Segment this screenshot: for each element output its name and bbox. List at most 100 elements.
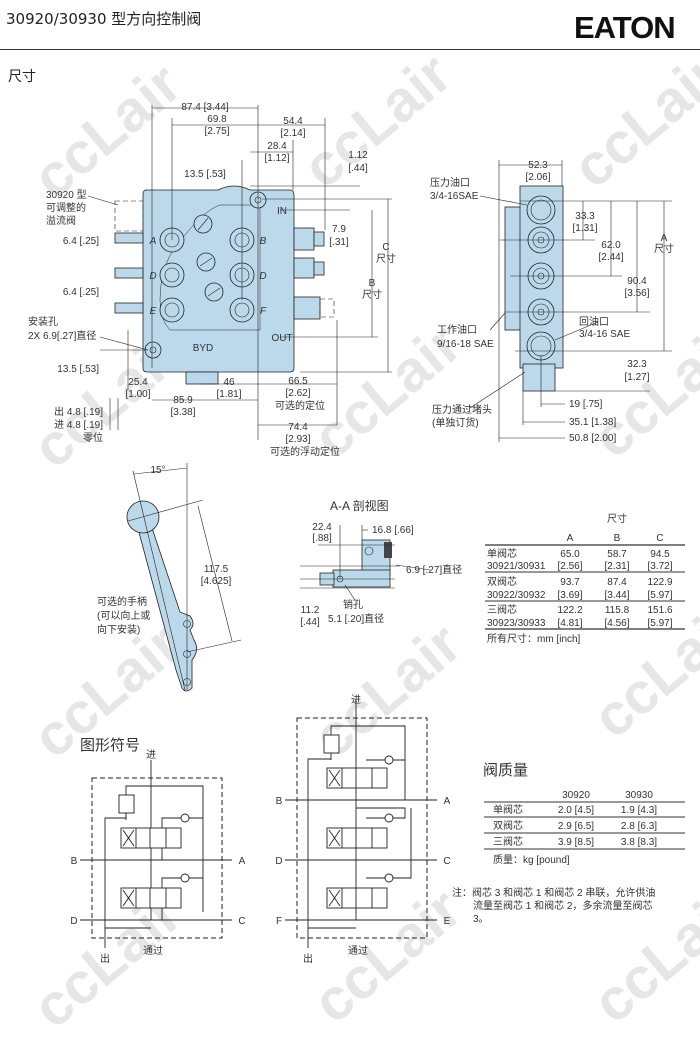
dim-32-3-inch: [1.27] (624, 372, 649, 383)
cell: 65.0 (560, 549, 580, 560)
zero-position: 零位 (83, 431, 103, 444)
header-divider (0, 49, 700, 50)
port-label: D (149, 271, 156, 282)
column-header: 30920 (562, 790, 590, 801)
dim-28-4: 28.4 (267, 141, 287, 152)
table-footnote: 所有尺寸：mm [inch] (487, 632, 581, 645)
dim-117-5: 117.5 (204, 564, 229, 575)
dim-16-8: 16.8 [.66] (372, 525, 414, 536)
cell: 93.7 (560, 577, 580, 588)
section-heading: 尺寸 (8, 69, 36, 85)
table-row: 单阀芯 30921/30931 65.0 [2.56] 58.7 [2.31] … (487, 547, 673, 572)
return-port-spec: 3/4-16 SAE (579, 329, 630, 340)
mount-hole-label: 2X 6.9[.27]直径 (28, 329, 96, 342)
cell: [4.56] (604, 618, 629, 629)
section-aa-title: A-A 剖视图 (330, 498, 389, 513)
symbols-title: 图形符号 (80, 737, 140, 754)
cell: 1.9 [4.3] (621, 805, 657, 816)
work-ports (159, 227, 255, 323)
dim-90-4-inch: [3.56] (624, 288, 649, 299)
handle-note: (可以向上或 (97, 609, 150, 622)
cell: 3.8 [8.3] (621, 837, 657, 848)
weight-title: 阀质量 (483, 762, 528, 779)
symbol-port-a: A (444, 796, 451, 807)
cell: 115.8 (605, 605, 630, 616)
table-row: 双阀芯 30922/30932 93.7 [3.69] 87.4 [3.44] … (487, 575, 673, 601)
symbol-port-d: D (275, 856, 282, 867)
port-label: F (260, 306, 267, 317)
row-name: 三阀芯 (487, 603, 517, 616)
cell: [3.44] (604, 590, 629, 601)
cell: [2.56] (557, 561, 582, 572)
dim-52-3: 52.3 (528, 160, 548, 171)
out-port-label: OUT (271, 333, 292, 344)
cell: [5.97] (647, 590, 672, 601)
spool-end (114, 232, 144, 244)
symbol-port-b: B (276, 796, 283, 807)
dim-a-label: 尺寸 (654, 242, 674, 255)
dim-25-4-inch: [1.00] (125, 389, 150, 400)
dim-117-5-inch: [4.625] (201, 576, 232, 587)
dim-11-2: 11.2 (301, 605, 320, 616)
bypass-plug (185, 371, 219, 385)
cell: 94.5 (650, 549, 670, 560)
plug-label: 压力通过堵头 (432, 403, 492, 416)
dim-46-inch: [1.81] (216, 389, 241, 400)
cell: [4.81] (557, 618, 582, 629)
dim-33-3: 33.3 (575, 211, 595, 222)
relief-valve-label: 可调整的 (46, 201, 86, 214)
cell: 122.2 (557, 605, 582, 616)
symbol-port-f: F (276, 916, 282, 927)
cell: 2.9 [6.5] (558, 821, 594, 832)
side-view-drawing: 52.3 [2.06] 压力油口 3/4-16SAE 33.3 [1.31] 6… (430, 160, 674, 444)
row-model: 30922/30932 (487, 590, 546, 601)
cell: [3.72] (647, 561, 672, 572)
dim-11-2-inch: [.44] (300, 617, 320, 628)
column-header: B (614, 533, 621, 544)
symbol-out: 出 (303, 952, 313, 965)
dim-c: C (382, 242, 389, 253)
dim-7-9-inch: [.31] (329, 237, 349, 248)
symbol-port-c: C (238, 916, 245, 927)
bypass-label: BYD (193, 343, 214, 354)
dim-50-8: 50.8 [2.00] (569, 433, 616, 444)
dim-54-4-inch: [2.14] (280, 128, 305, 139)
dim-25-4: 25.4 (128, 377, 148, 388)
cell: [2.31] (604, 561, 629, 572)
dim-33-3-inch: [1.31] (572, 223, 597, 234)
technical-drawings: 87.4 [3.44] 69.8 [2.75] 54.4 [2.14] 28.4… (28, 102, 685, 965)
port-label: B (260, 236, 267, 247)
cell: [5.97] (647, 618, 672, 629)
return-port-label: 回油口 (579, 315, 609, 328)
handle-drawing: 15° 117.5 [4.625] 可选的手柄 (可以向上或 向下安装) (97, 463, 242, 692)
symbol-through: 通过 (143, 944, 163, 957)
symbol-port-a: A (239, 856, 246, 867)
dim-a: A (661, 233, 668, 244)
dim-85-9: 85.9 (173, 395, 193, 406)
dim-54-4: 54.4 (283, 116, 303, 127)
symbol-through: 通过 (348, 944, 368, 957)
dim-90-4: 90.4 (627, 276, 647, 287)
work-port-spec: 9/16-18 SAE (437, 339, 494, 350)
dim-69-8: 69.8 (207, 114, 227, 125)
port-label: E (150, 306, 157, 317)
plug-screws (193, 214, 224, 302)
handle-note: 向下安装) (97, 623, 140, 636)
weight-unit: 质量：kg [pound] (493, 854, 570, 866)
dim-69-8-inch: [2.75] (204, 126, 229, 137)
column-header: 30930 (625, 790, 653, 801)
dim-32-3: 32.3 (627, 359, 647, 370)
dim-35-1: 35.1 [1.38] (569, 417, 616, 428)
dim-6-4-a: 6.4 [.25] (63, 236, 99, 247)
dim-in-4-8: 进 4.8 [.19] (54, 419, 103, 431)
work-port-label: 工作油口 (437, 323, 477, 336)
row-model: 30923/30933 (487, 618, 546, 629)
dim-13-5-bottom: 13.5 [.53] (57, 364, 99, 375)
dim-74-4-label: 可选的浮动定位 (270, 445, 340, 458)
dim-6-4-b: 6.4 [.25] (63, 287, 99, 298)
dimension-table: 尺寸 A B C 单阀芯 30921/30931 65.0 [2.56] 58.… (485, 512, 685, 645)
